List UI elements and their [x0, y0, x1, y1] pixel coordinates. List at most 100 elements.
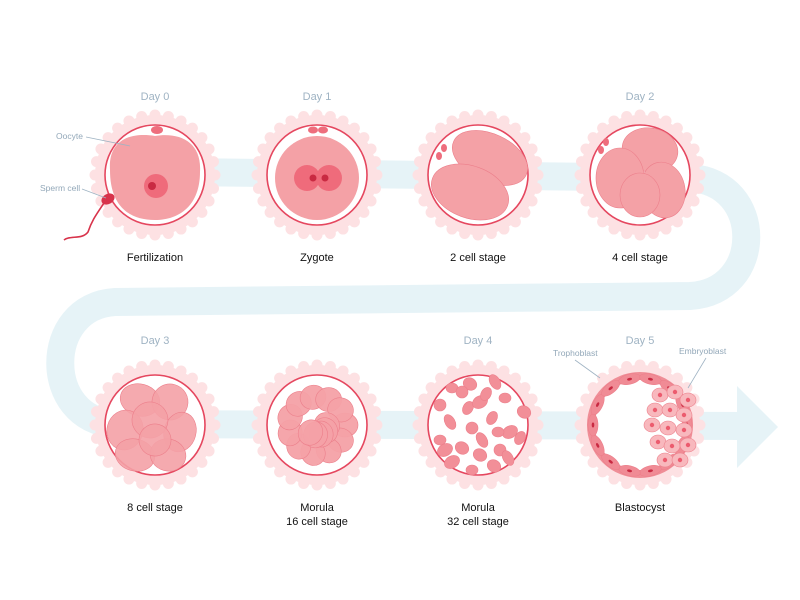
- zona-bump: [337, 115, 349, 127]
- zona-bump: [634, 479, 646, 491]
- zona-bump: [580, 445, 592, 457]
- blastomere: [138, 423, 172, 457]
- zona-bump: [311, 229, 323, 241]
- trophoblast-leader: [574, 359, 601, 379]
- zona-bump: [587, 456, 599, 468]
- zona-bump: [95, 445, 107, 457]
- zona-bump: [580, 143, 592, 155]
- embryoblast-nucleus: [667, 407, 673, 413]
- zona-bump: [358, 206, 370, 218]
- zona-bump: [485, 227, 497, 239]
- trophoblast-nucleus: [608, 459, 613, 464]
- zona-bump: [358, 132, 370, 144]
- zona-bump: [608, 365, 620, 377]
- timeline-arrowhead: [737, 386, 778, 468]
- zona-bump: [149, 109, 161, 121]
- embryoblast-leader: [687, 357, 707, 389]
- zona-bump: [634, 359, 646, 371]
- embryoblast-annotation: Embryoblast: [679, 346, 727, 356]
- zona-bump: [472, 479, 484, 491]
- stage-label: 4 cell stage: [612, 252, 668, 264]
- pronucleus: [316, 165, 342, 191]
- zona-bump: [285, 473, 297, 485]
- zona-bump: [207, 182, 219, 194]
- morula-16-embryo: [251, 359, 383, 491]
- stage-label: 8 cell stage: [127, 502, 183, 514]
- zona-bump: [418, 393, 430, 405]
- embryoblast-nucleus: [652, 407, 658, 413]
- zona-bump: [324, 361, 336, 373]
- zona-bump: [519, 132, 531, 144]
- embryoblast-nucleus: [665, 425, 671, 431]
- blastomere: [488, 374, 502, 390]
- blastomere: [514, 431, 526, 445]
- zona-bump: [274, 122, 286, 134]
- zona-bump: [186, 216, 198, 228]
- blastomere: [501, 450, 515, 466]
- zona-bump: [365, 393, 377, 405]
- zona-bump: [530, 156, 542, 168]
- zona-bump: [414, 182, 426, 194]
- polar-body: [308, 126, 318, 134]
- zona-bump: [207, 406, 219, 418]
- blastomere: [491, 426, 505, 438]
- zona-bump: [324, 227, 336, 239]
- zona-bump: [371, 169, 383, 181]
- blastomere: [433, 434, 447, 446]
- embryoblast-nucleus: [685, 442, 691, 448]
- zona-bump: [692, 432, 704, 444]
- zona-bump: [435, 122, 447, 134]
- zona-bump: [681, 132, 693, 144]
- stage-label: Zygote: [300, 252, 334, 264]
- eight-cell-embryo: [89, 359, 221, 491]
- embryoblast-nucleus: [655, 439, 661, 445]
- zona-bump: [425, 456, 437, 468]
- blastomere: [502, 425, 518, 439]
- zona-bump: [112, 466, 124, 478]
- zona-bump: [608, 223, 620, 235]
- zona-bump: [274, 216, 286, 228]
- embryoblast-nucleus: [669, 443, 675, 449]
- zona-bump: [257, 393, 269, 405]
- zona-bump: [348, 372, 360, 384]
- zona-bump: [418, 143, 430, 155]
- zona-bump: [102, 382, 114, 394]
- zona-bump: [576, 432, 588, 444]
- fertilization-embryo: [63, 109, 221, 241]
- blastomere: [462, 401, 474, 415]
- blastomere: [455, 385, 469, 399]
- zona-bump: [358, 456, 370, 468]
- zona-bump: [647, 477, 659, 489]
- zona-bump: [576, 156, 588, 168]
- zona-bump: [526, 195, 538, 207]
- zona-bump: [365, 143, 377, 155]
- zona-bump: [459, 361, 471, 373]
- zona-bump: [162, 111, 174, 123]
- trophoblast-nucleus: [627, 377, 632, 381]
- oocyte-leader: [85, 136, 131, 147]
- zona-bump: [95, 143, 107, 155]
- zona-bump: [580, 195, 592, 207]
- zona-bump: [498, 365, 510, 377]
- embryoblast-nucleus: [672, 389, 678, 395]
- zona-bump: [136, 477, 148, 489]
- timeline-ribbon: [46, 158, 761, 440]
- zona-bump: [264, 456, 276, 468]
- nucleolus: [148, 182, 156, 190]
- blastomere: [480, 387, 492, 401]
- zygote-embryo: [251, 109, 383, 241]
- zona-bump: [149, 479, 161, 491]
- polar-body: [318, 126, 328, 134]
- zona-bump: [414, 156, 426, 168]
- zona-bump: [196, 456, 208, 468]
- zona-bump: [95, 393, 107, 405]
- zona-bump: [365, 195, 377, 207]
- blastomere: [516, 405, 532, 419]
- embryoblast-nucleus: [662, 457, 668, 463]
- blastomere: [486, 459, 502, 473]
- zona-bump: [526, 143, 538, 155]
- zona-bump: [526, 393, 538, 405]
- zona-bump: [112, 122, 124, 134]
- zona-bump: [446, 223, 458, 235]
- zona-bump: [324, 111, 336, 123]
